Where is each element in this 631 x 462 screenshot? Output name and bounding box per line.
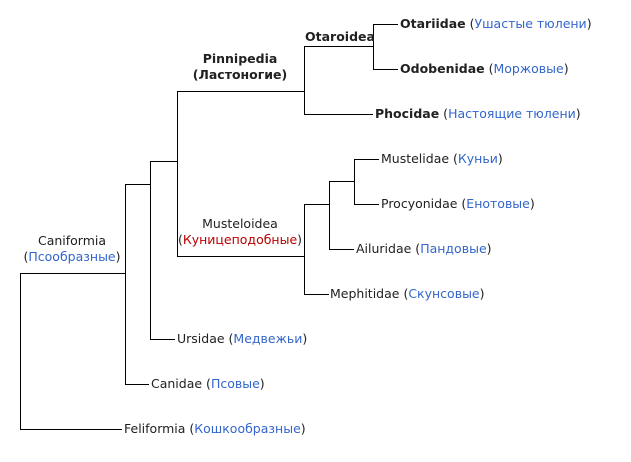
label-otaroidea: Otaroidea (305, 29, 375, 45)
branch-must-proc (329, 181, 354, 182)
branch-mustelidae (354, 159, 379, 160)
branch-musteloidea (177, 256, 304, 257)
odobenidae-ru-link[interactable]: Моржовые (493, 61, 564, 76)
ailuridae-ru-link[interactable]: Пандовые (420, 241, 487, 256)
arctoidea-vertical (150, 161, 151, 339)
phocidae-latin-link[interactable]: Phocidae (375, 106, 440, 121)
mustelidae-latin-link[interactable]: Mustelidae (381, 151, 450, 166)
musteloidea-latin-link[interactable]: Musteloidea (202, 216, 278, 231)
mephitidae-latin-link[interactable]: Mephitidae (330, 286, 400, 301)
label-mustelidae: Mustelidae (Куньи) (381, 151, 503, 166)
label-pinnipedia: Pinnipedia (Ластоногие) (192, 51, 288, 82)
procyonidae-latin-link[interactable]: Procyonidae (381, 196, 458, 211)
mustelidae-ru-link[interactable]: Куньи (457, 151, 498, 166)
feliformia-ru-link[interactable]: Кошкообразные (194, 421, 301, 436)
label-phocidae: Phocidae (Настоящие тюлени) (375, 106, 581, 121)
label-otariidae: Otariidae (Ушастые тюлени) (400, 16, 592, 31)
branch-canidae (125, 384, 149, 385)
pinnipedia-ru-link[interactable]: Ластоногие (198, 67, 282, 82)
branch-odobenidae (373, 69, 398, 70)
caniformia-vertical (125, 184, 126, 384)
otaroidea-latin-link[interactable]: Otaroidea (305, 29, 375, 44)
label-mephitidae: Mephitidae (Скунсовые) (330, 286, 485, 301)
pinnipedia-vertical (304, 46, 305, 114)
procyonidae-ru-link[interactable]: Енотовые (466, 196, 530, 211)
ursidae-ru-link[interactable]: Медвежьи (233, 331, 303, 346)
musteloidea-ru-link[interactable]: Куницеподобные (182, 232, 298, 247)
feliformia-latin-link[interactable]: Feliformia (124, 421, 186, 436)
branch-ursidae (150, 339, 175, 340)
label-canidae: Canidae (Псовые) (151, 376, 265, 391)
otariidae-ru-link[interactable]: Ушастые тюлени (474, 16, 587, 31)
must-proc-ail-vertical (329, 181, 330, 249)
caniformia-latin-link[interactable]: Caniformia (37, 233, 107, 248)
branch-must-proc-ail (304, 204, 329, 205)
otariidae-latin-link[interactable]: Otariidae (400, 16, 466, 31)
mephitidae-ru-link[interactable]: Скунсовые (408, 286, 480, 301)
must-proc-vertical (354, 159, 355, 204)
label-ursidae: Ursidae (Медвежьи) (177, 331, 308, 346)
ursidae-latin-link[interactable]: Ursidae (177, 331, 225, 346)
label-odobenidae: Odobenidae (Моржовые) (400, 61, 569, 76)
branch-mephitidae (304, 294, 329, 295)
branch-pinnipedia (177, 91, 304, 92)
odobenidae-latin-link[interactable]: Odobenidae (400, 61, 485, 76)
otaroidea-vertical (373, 24, 374, 69)
phocidae-ru-link[interactable]: Настоящие тюлени (448, 106, 576, 121)
branch-pinn-must (150, 161, 177, 162)
root-vertical (20, 273, 21, 429)
pinn-must-vertical (177, 91, 178, 256)
branch-feliformia (20, 429, 122, 430)
label-ailuridae: Ailuridae (Пандовые) (356, 241, 492, 256)
branch-otaroidea (304, 46, 373, 47)
ailuridae-latin-link[interactable]: Ailuridae (356, 241, 412, 256)
canidae-ru-link[interactable]: Псовые (210, 376, 260, 391)
label-feliformia: Feliformia (Кошкообразные) (124, 421, 306, 436)
branch-otariidae (373, 24, 398, 25)
pinnipedia-latin-link[interactable]: Pinnipedia (202, 51, 278, 66)
musteloidea-vertical (304, 204, 305, 294)
branch-procyonidae (354, 204, 379, 205)
canidae-latin-link[interactable]: Canidae (151, 376, 203, 391)
branch-caniformia (20, 273, 125, 274)
label-musteloidea: Musteloidea (Куницеподобные) (177, 216, 303, 247)
branch-ailuridae (329, 249, 354, 250)
branch-arctoidea (125, 184, 150, 185)
branch-phocidae (304, 114, 373, 115)
label-procyonidae: Procyonidae (Енотовые) (381, 196, 535, 211)
label-caniformia: Caniformia (Псообразные) (23, 233, 121, 264)
caniformia-ru-link[interactable]: Псообразные (28, 249, 116, 264)
